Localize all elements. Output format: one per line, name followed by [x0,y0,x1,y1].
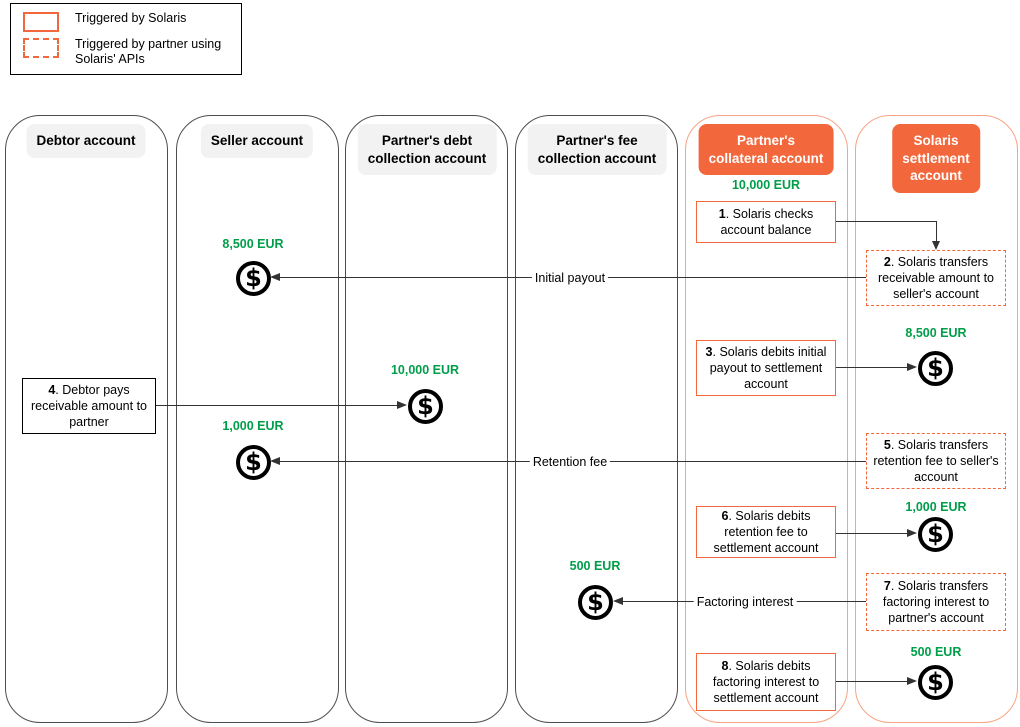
legend-label: Triggered by partner using Solaris' APIs [75,37,222,67]
amount-label: 10,000 EUR [390,363,460,377]
dollar-coin-icon: $ [236,261,271,296]
arrow-line [836,533,907,534]
step-8-box: 8. Solaris debits factoring interest to … [696,653,836,711]
arrow-line [936,221,937,241]
dollar-coin-icon: $ [578,585,613,620]
step-text: 3. Solaris debits initial payout to sett… [705,344,827,392]
arrow-line [836,681,907,682]
lane-header-seller-account: Seller account [200,124,314,158]
legend-item-partner: Triggered by partner using Solaris' APIs [23,37,231,68]
amount-label: 8,500 EUR [905,326,967,340]
lane-partner-fee-collection-account [515,115,678,723]
step-text: 1. Solaris checks account balance [718,206,814,237]
step-number: 6 [721,508,729,523]
arrow-head-right-icon [907,363,917,371]
lane-header-debtor-account: Debtor account [26,124,146,158]
dollar-coin-icon: $ [918,517,953,552]
step-text: 6. Solaris debits retention fee to settl… [713,508,819,556]
step-text: 5. Solaris transfers retention fee to se… [873,437,999,485]
step-text: 2. Solaris transfers receivable amount t… [877,254,995,302]
lane-seller-account [176,115,339,723]
legend-label: Triggered by Solaris [75,11,187,25]
arrow-head-right-icon [397,401,407,409]
dollar-glyph: $ [587,588,604,616]
dollar-coin-icon: $ [918,665,953,700]
step-number: 2 [883,254,891,269]
flow-label-initial-payout: Initial payout [531,271,609,285]
legend-item-solaris: Triggered by Solaris [23,11,231,32]
step-number: 8 [721,658,729,673]
arrow-line [156,405,397,406]
step-6-box: 6. Solaris debits retention fee to settl… [696,506,836,558]
lane-solaris-settlement-account [855,115,1018,723]
amount-label: 1,000 EUR [222,419,284,433]
arrow-head-left-icon [613,597,623,605]
dollar-glyph: $ [927,354,944,382]
step-text: 8. Solaris debits factoring interest to … [712,658,820,706]
lane-header-partner-debt-collection-account: Partner's debt collection account [357,124,497,176]
step-number: 1 [718,206,726,221]
dollar-coin-icon: $ [408,389,443,424]
arrow-head-right-icon [907,677,917,685]
step-number: 7 [883,578,891,593]
step-5-box: 5. Solaris transfers retention fee to se… [866,433,1006,489]
dollar-glyph: $ [927,668,944,696]
step-2-box: 2. Solaris transfers receivable amount t… [866,250,1006,306]
step-number: 3 [705,344,713,359]
step-7-box: 7. Solaris transfers factoring interest … [866,573,1006,631]
step-text: 7. Solaris transfers factoring interest … [882,578,990,626]
arrow-line [836,221,936,222]
lane-header-partner-fee-collection-account: Partner's fee collection account [527,124,667,176]
step-number: 4 [48,382,56,397]
step-4-box: 4. Debtor pays receivable amount to part… [22,378,156,434]
arrow-head-down-icon [932,241,940,250]
amount-label: 500 EUR [569,559,621,573]
amount-label: 8,500 EUR [222,237,284,251]
lane-header-solaris-settlement-account: Solaris settlement account [892,124,980,193]
lane-header-partner-collateral-account: Partner's collateral account [698,124,834,176]
step-1-box: 1. Solaris checks account balance [696,201,836,243]
flow-label-retention-fee: Retention fee [529,455,611,469]
legend: Triggered by Solaris Triggered by partne… [10,3,242,75]
amount-label: 500 EUR [910,645,962,659]
step-text: 4. Debtor pays receivable amount to part… [30,382,148,430]
flow-label-factoring-interest: Factoring interest [693,595,797,609]
dollar-glyph: $ [927,520,944,548]
dollar-glyph: $ [417,392,434,420]
legend-swatch-solid-icon [23,12,59,32]
arrow-head-right-icon [907,529,917,537]
step-number: 5 [883,437,891,452]
amount-label: 10,000 EUR [731,178,801,192]
dollar-glyph: $ [245,264,262,292]
arrow-line [836,367,907,368]
step-3-box: 3. Solaris debits initial payout to sett… [696,340,836,396]
arrow-head-left-icon [270,273,280,281]
dollar-glyph: $ [245,448,262,476]
amount-label: 1,000 EUR [905,500,967,514]
arrow-head-left-icon [270,457,280,465]
legend-swatch-dashed-icon [23,38,59,58]
dollar-coin-icon: $ [236,445,271,480]
dollar-coin-icon: $ [918,351,953,386]
